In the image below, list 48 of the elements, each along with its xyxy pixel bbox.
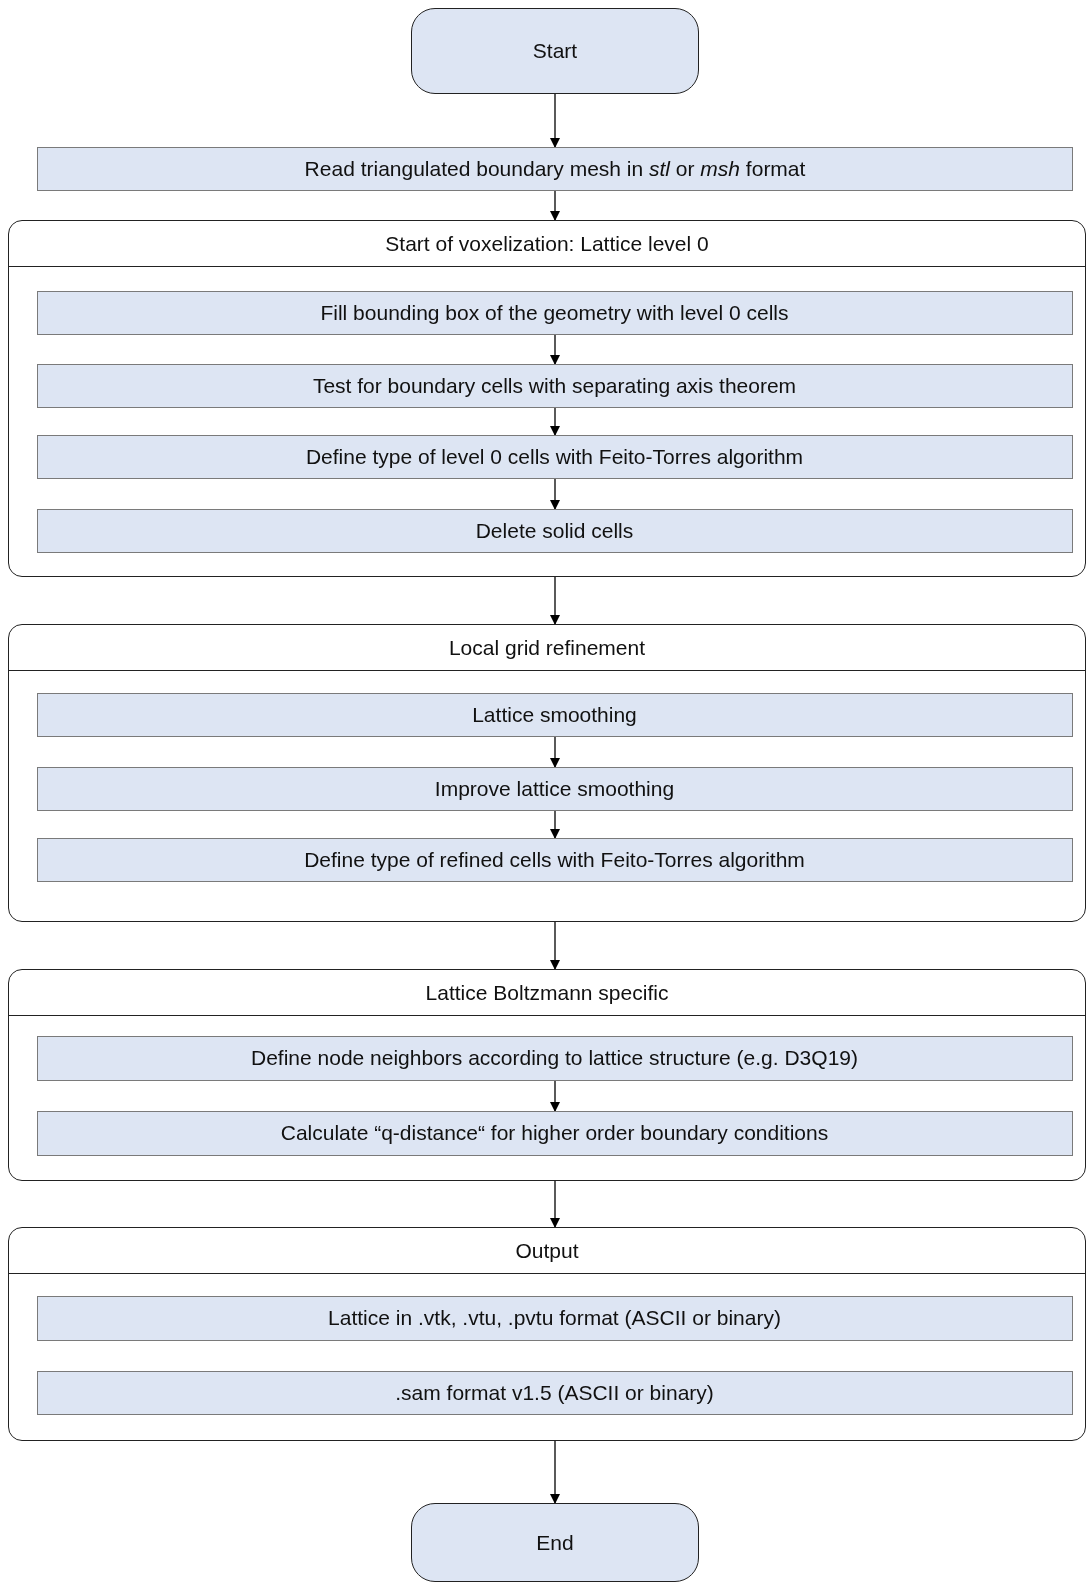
step-text: Lattice smoothing: [472, 702, 637, 727]
arrow: [550, 407, 560, 436]
arrow: [550, 1180, 560, 1228]
process-box: [36, 363, 1073, 408]
step-text: Define type of level 0 cells with Feito-Torres algorithm: [305, 444, 804, 469]
step-text: Delete solid cells: [475, 518, 634, 543]
process-box: [36, 837, 1073, 882]
step-text: Start: [532, 39, 578, 63]
arrow: [550, 478, 560, 510]
group-heading: Start of voxelization: Lattice level 0: [385, 231, 709, 256]
process-box: [36, 1295, 1073, 1341]
step-text: .sam format v1.5 (ASCII or binary): [395, 1380, 714, 1405]
process-box: [37, 147, 1073, 191]
step-text: Test for boundary cells with separating axis theorem: [312, 373, 797, 398]
group-box: [8, 1227, 1086, 1441]
step-text: End: [536, 1530, 574, 1555]
process-box: [36, 434, 1073, 479]
process-box: [36, 1035, 1073, 1081]
step-text: Define node neighbors according to lattice structure (e.g. D3Q19): [251, 1046, 858, 1070]
arrow: [550, 576, 560, 625]
step-text: Define type of refined cells with Feito-Torres algorithm: [304, 847, 805, 872]
arrow: [550, 93, 560, 148]
arrow: [550, 190, 560, 221]
group-heading: Lattice Boltzmann specific: [425, 980, 669, 1005]
arrow: [550, 1440, 560, 1504]
process-box: [36, 290, 1073, 335]
arrow: [550, 921, 560, 970]
arrow: [550, 334, 560, 365]
process-box: [36, 508, 1073, 553]
terminal-box: [411, 1503, 699, 1582]
terminal-box: [411, 8, 699, 94]
group-heading: Output: [515, 1238, 579, 1263]
step-text: Improve lattice smoothing: [434, 776, 675, 801]
process-box: [36, 1110, 1073, 1156]
process-box: [36, 1370, 1073, 1415]
arrow: [550, 736, 560, 768]
step-text: Lattice in .vtk, .vtu, .pvtu format (ASCII or binary): [328, 1306, 781, 1330]
group-heading: Local grid refinement: [448, 635, 646, 660]
group-box: [8, 220, 1086, 577]
step-text: Calculate “q-distance“ for higher order boundary conditions: [280, 1121, 829, 1145]
step-text: Fill bounding box of the geometry with level 0 cells: [320, 300, 789, 325]
process-box: [36, 766, 1073, 811]
group-box: [8, 969, 1086, 1181]
arrow: [550, 1080, 560, 1112]
step-text: Read triangulated boundary mesh in stl or msh format: [304, 157, 806, 181]
arrow: [550, 810, 560, 839]
group-box: [8, 624, 1086, 922]
process-box: [36, 692, 1073, 737]
